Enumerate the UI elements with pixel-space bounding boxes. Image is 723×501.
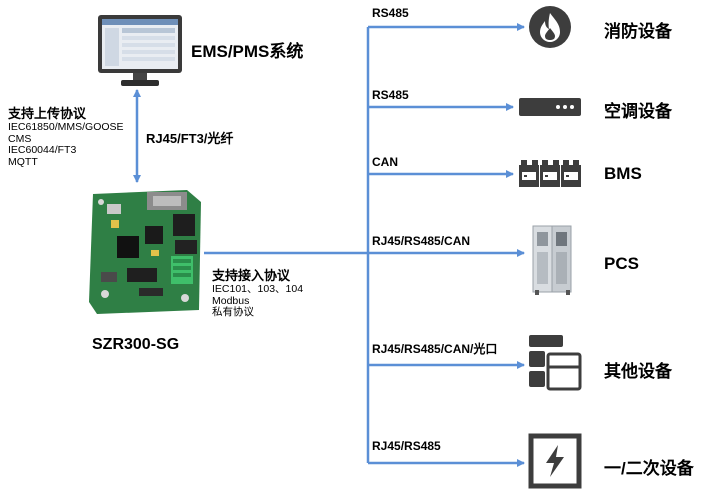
- uplink-protocol: IEC61850/MMS/GOOSE: [8, 121, 124, 133]
- uplink-protocol: CMS: [8, 132, 32, 145]
- air-conditioner-icon: [519, 98, 581, 116]
- downlink-protocol: IEC101、103、104: [212, 283, 304, 295]
- downlink-protocol: 私有协议: [212, 306, 254, 318]
- link-label-ac: RS485: [372, 88, 409, 102]
- circuit-board-icon: [89, 190, 201, 314]
- link-label-bms: CAN: [372, 155, 398, 169]
- device-label-ac: 空调设备: [604, 102, 672, 121]
- downlink-protocol-block: 支持接入协议 IEC101、103、104 Modbus 私有协议: [212, 265, 303, 319]
- ems-title: EMS/PMS系统: [191, 42, 304, 61]
- device-label-primary: 一/二次设备: [604, 459, 694, 478]
- uplink-protocol: MQTT: [8, 155, 38, 168]
- stacked-devices-icon: [529, 335, 582, 391]
- link-label-primary: RJ45/RS485: [372, 439, 441, 453]
- monitor-icon: [98, 15, 182, 86]
- downlink-heading: 支持接入协议: [212, 268, 291, 283]
- board-title: SZR300-SG: [92, 336, 180, 353]
- link-label-fire: RS485: [372, 6, 409, 20]
- uplink-heading: 支持上传协议: [8, 106, 87, 121]
- lightning-icon: [528, 433, 582, 489]
- downlink-protocol: Modbus: [212, 294, 250, 307]
- link-label-other: RJ45/RS485/CAN/光口: [372, 342, 498, 356]
- uplink-protocol-block: 支持上传协议 IEC61850/MMS/GOOSE CMS IEC60044/F…: [8, 103, 124, 168]
- device-label-bms: BMS: [604, 164, 642, 183]
- link-label-pcs: RJ45/RS485/CAN: [372, 234, 471, 248]
- battery-pack-icon: [519, 160, 581, 187]
- device-label-pcs: PCS: [604, 254, 639, 273]
- device-label-fire: 消防设备: [604, 22, 672, 41]
- pcs-cabinet-icon: [532, 225, 572, 295]
- fire-icon: [529, 6, 571, 48]
- uplink-link-label: RJ45/FT3/光纤: [146, 131, 234, 146]
- device-label-other: 其他设备: [604, 362, 672, 381]
- uplink-protocol: IEC60044/FT3: [8, 144, 77, 156]
